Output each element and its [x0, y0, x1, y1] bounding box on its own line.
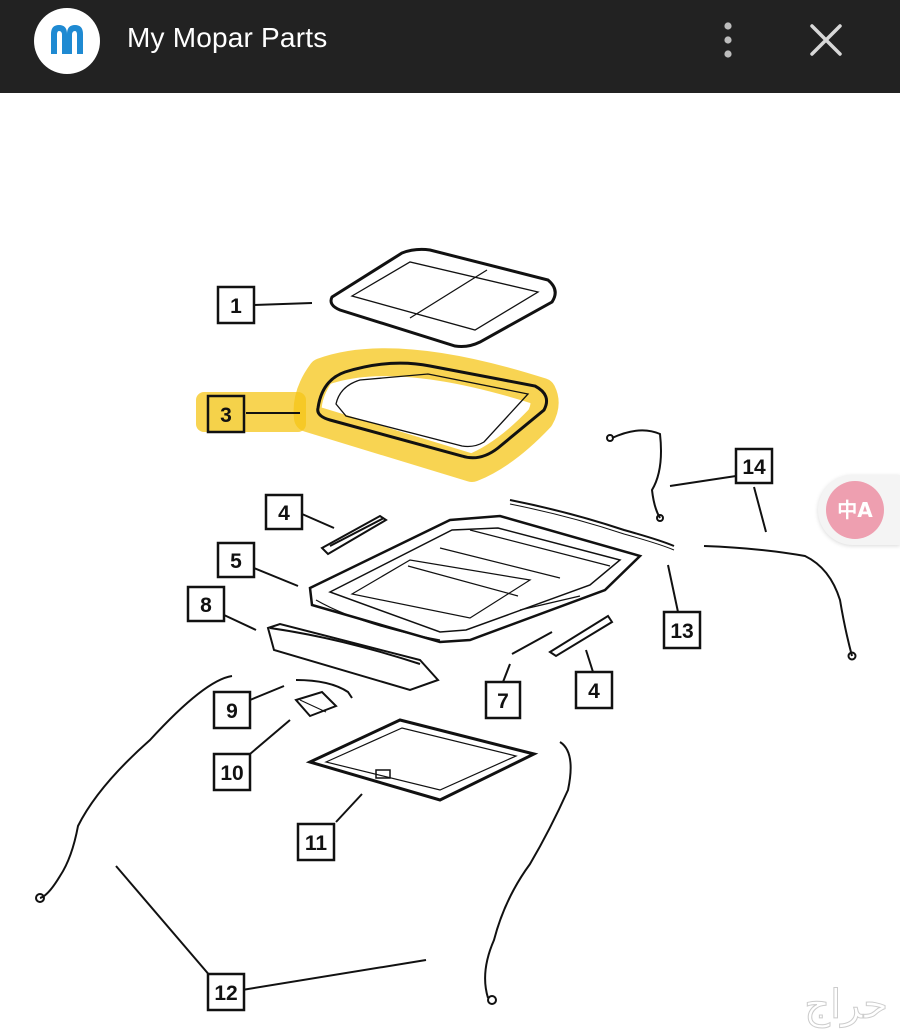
- translate-icon: 中A: [826, 481, 884, 539]
- callout-10: 10: [212, 752, 252, 792]
- close-button[interactable]: [804, 18, 848, 62]
- app-bar: My Mopar Parts: [0, 0, 900, 93]
- part-12-drain-tubes: [35, 675, 572, 1005]
- svg-text:5: 5: [230, 550, 242, 573]
- more-vertical-icon: [724, 22, 732, 58]
- callout-12: 12: [206, 972, 246, 1012]
- callout-14: 14: [734, 447, 774, 485]
- part-11-sunshade: [305, 718, 539, 802]
- svg-text:14: 14: [742, 456, 766, 479]
- part-10-motor: [294, 690, 338, 718]
- callout-11: 11: [296, 822, 336, 862]
- svg-text:11: 11: [305, 832, 328, 855]
- svg-text:4: 4: [588, 680, 600, 703]
- svg-text:3: 3: [220, 404, 232, 427]
- svg-text:9: 9: [226, 700, 238, 723]
- callout-5: 5: [216, 541, 256, 579]
- part-8-wind-deflector: [266, 622, 440, 692]
- part-4-arm-lower: [548, 614, 614, 658]
- callout-9: 9: [212, 690, 252, 730]
- svg-text:8: 8: [200, 594, 212, 617]
- part-7-cable: [511, 631, 553, 655]
- svg-text:10: 10: [220, 762, 243, 785]
- callout-4-lower: 4: [574, 670, 614, 710]
- part-9-harness: [295, 679, 353, 699]
- app-title: My Mopar Parts: [127, 22, 328, 53]
- callout-1: 1: [216, 285, 256, 325]
- part-4-arm-upper: [320, 514, 388, 556]
- svg-text:13: 13: [670, 620, 693, 643]
- svg-text:4: 4: [278, 502, 290, 525]
- svg-text:12: 12: [214, 982, 237, 1005]
- part-13-rail: [509, 499, 675, 551]
- close-icon: [810, 24, 842, 56]
- part-3-seal: [316, 361, 548, 460]
- translate-button[interactable]: 中A: [818, 475, 900, 545]
- translate-label: 中A: [837, 498, 873, 522]
- more-options-button[interactable]: [712, 18, 744, 62]
- part-14-drain-tube: [606, 429, 857, 661]
- haraj-watermark-icon: حراج: [804, 982, 889, 1030]
- callout-4-upper: 4: [264, 493, 304, 531]
- svg-text:حراج: حراج: [804, 982, 888, 1029]
- mopar-logo-icon: [34, 8, 100, 74]
- callout-13: 13: [662, 610, 702, 650]
- sunroof-parts-diagram: 1 3 4 5 8 13 14 7 4 9 10 11 12: [35, 247, 857, 1012]
- callout-7: 7: [484, 680, 522, 720]
- callout-3: 3: [206, 394, 246, 434]
- callout-8: 8: [186, 585, 226, 623]
- svg-text:1: 1: [230, 295, 242, 318]
- svg-text:7: 7: [497, 690, 509, 713]
- part-1-glass-panel: [329, 247, 557, 348]
- leader-lines: [115, 302, 767, 991]
- part-5-frame: [308, 514, 643, 644]
